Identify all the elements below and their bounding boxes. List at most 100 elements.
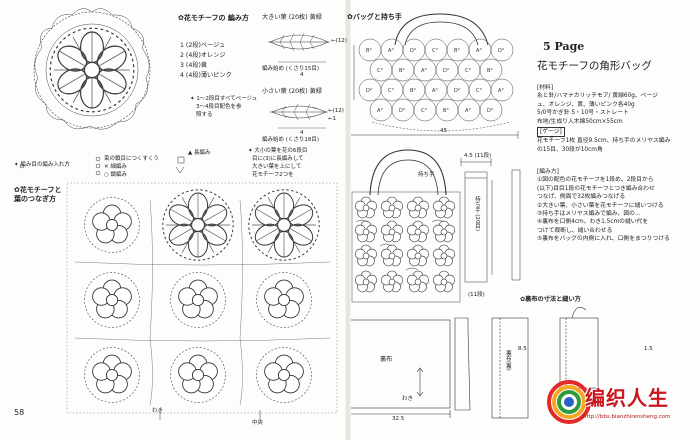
leaf-num-2: 4 bbox=[300, 72, 304, 78]
legend-item-2: 束の鎖目につくすくう bbox=[104, 156, 159, 162]
dim-8-5: 8.5 bbox=[518, 346, 527, 352]
svg-text:C°: C° bbox=[377, 68, 383, 74]
joining-title: ✿花モチーフと 葉のつなぎ方 bbox=[14, 186, 62, 203]
step-line: ④裏布を口側4cm、わき1.5cmの縫い代を bbox=[537, 219, 649, 226]
rainbow-logo-icon bbox=[547, 380, 591, 424]
dim-rows: (11段) bbox=[468, 292, 485, 298]
svg-text:B°: B° bbox=[410, 88, 416, 94]
connect-note-2: 目に(3)に長編みして bbox=[252, 156, 304, 162]
svg-text:B°: B° bbox=[399, 68, 405, 74]
lining-label-cloth: 裏布 bbox=[380, 356, 393, 363]
steps-head: [編み方] bbox=[537, 169, 559, 175]
bottom-label-center: 中央 bbox=[252, 420, 264, 426]
svg-text:D°: D° bbox=[410, 48, 417, 54]
materials-head: [材料] bbox=[537, 85, 554, 91]
bottom-label-side: わき bbox=[152, 408, 164, 414]
svg-text:D°: D° bbox=[454, 88, 461, 94]
bag-label-handle: 持ち手 bbox=[418, 172, 435, 178]
color-4: 4 (4段)薄いピンク bbox=[180, 72, 232, 79]
watermark: 编织人生 http://bbs.bianzhirensheng.com bbox=[547, 380, 697, 436]
leaf-num-4: ←1 bbox=[328, 116, 337, 122]
svg-text:D°: D° bbox=[487, 108, 494, 114]
material-line: 5/0号かぎ針 5・10号・ストレート bbox=[537, 110, 629, 117]
bag-illustration bbox=[351, 149, 461, 303]
small-leaf-label: 小さい葉 (20枚) 黄緑 bbox=[262, 88, 322, 95]
svg-text:C°: C° bbox=[476, 88, 482, 94]
svg-text:A°: A° bbox=[388, 48, 394, 54]
leaf-num-1: ←(12) bbox=[331, 38, 347, 44]
color-1: 1 (2段)ベージュ bbox=[180, 42, 226, 49]
dim-45: 45 bbox=[440, 128, 447, 134]
svg-text:A°: A° bbox=[377, 108, 383, 114]
dim-strap: 4.5 (11段) bbox=[464, 153, 492, 159]
connect-note-1: ✦ 大小の葉を花の6段目 bbox=[248, 148, 308, 154]
svg-text:B°: B° bbox=[443, 108, 449, 114]
dim-1-5: 1.5 bbox=[644, 346, 653, 352]
handle-title: ✿バッグと持ち手 bbox=[347, 13, 402, 21]
handle-strap-diagram bbox=[460, 158, 521, 283]
bag-top-diagram: B° A° D° C° B° A° D° C° B° A° D° C° B° D° C° B° A° D° C°… bbox=[349, 13, 519, 139]
bag-label-handle-20: 持ち手 (20目) bbox=[473, 196, 480, 232]
lace-grid bbox=[66, 182, 338, 420]
svg-text:A°: A° bbox=[465, 108, 471, 114]
step-line: ③持ち手はメリヤス編みで編み、図の... bbox=[537, 210, 641, 217]
svg-text:B°: B° bbox=[487, 68, 493, 74]
connect-note-3: 大きい葉を上にして bbox=[252, 164, 302, 170]
legend-note-3: 照する bbox=[196, 112, 213, 118]
big-leaf-label: 大きい葉 (20枚) 黄緑 bbox=[262, 14, 322, 21]
book-gutter bbox=[345, 0, 351, 440]
legend-note-1: ✦ 1〜2段目すべてベージュ bbox=[190, 96, 258, 102]
material-line: 糸と針/ハマナカリッチモア/ 黄緑60g、ベージ bbox=[537, 93, 659, 100]
legend-item-5: ▲ 長編み bbox=[188, 150, 211, 156]
legend-item-3: ✕ 細編み bbox=[104, 164, 127, 170]
color-2: 2 (4段)オレンジ bbox=[180, 52, 226, 59]
svg-text:C°: C° bbox=[421, 108, 427, 114]
specifications: [材料] 糸と針/ハマナカリッチモア/ 黄緑60g、ベージ ュ、オレンジ、黄、薄… bbox=[537, 84, 692, 154]
leaf-num-3: ←(12) bbox=[328, 108, 344, 114]
watermark-title: 编织人生 bbox=[585, 386, 669, 410]
svg-text:A°: A° bbox=[498, 88, 504, 94]
gauge-head: [ゲージ] bbox=[537, 126, 565, 138]
motif-title: ✿花モチーフの 編み方 bbox=[178, 14, 249, 22]
leaf-num-5: 4 bbox=[300, 130, 304, 136]
svg-text:C°: C° bbox=[388, 88, 394, 94]
step-line: つけて裁断し、縫い合わせる bbox=[537, 227, 613, 234]
lining-title: ✿裏布の寸法と縫い方 bbox=[520, 296, 581, 303]
svg-text:C°: C° bbox=[465, 68, 471, 74]
page-number: 58 bbox=[14, 408, 25, 417]
step-line: ⑤裏布をバッグの内側に入れ、口側をまつりつける bbox=[537, 236, 670, 243]
svg-text:A°: A° bbox=[421, 68, 427, 74]
bag-title: 花モチーフの角形バッグ bbox=[537, 60, 652, 72]
gauge-line: の15目、30段が10cm角 bbox=[537, 146, 603, 153]
svg-text:B°: B° bbox=[366, 48, 372, 54]
step-line: (以下)目目1段の花モチーフとつき編み合わせ bbox=[537, 185, 655, 192]
svg-text:D°: D° bbox=[366, 88, 373, 94]
svg-text:C°: C° bbox=[432, 48, 438, 54]
lining-label-side: わき bbox=[402, 396, 414, 402]
svg-text:B°: B° bbox=[454, 48, 460, 54]
color-3: 3 (4段)黄 bbox=[180, 62, 208, 69]
gauge-line: 花モチーフ1枚 直径9.5cm、持ち手のメリヤス編み bbox=[537, 138, 671, 145]
small-leaf-start: 編み始め (くさり18目) bbox=[262, 137, 320, 143]
watermark-url: http://bbs.bianzhirensheng.com bbox=[583, 414, 671, 420]
svg-text:D°: D° bbox=[443, 68, 450, 74]
big-leaf-start: 編み始め (くさり15目) bbox=[262, 66, 320, 72]
material-line: 布地/生成り入木綿50cm×55cm bbox=[537, 118, 623, 125]
step-line: ②大きい葉、小さい葉を花モチーフに縫いつける bbox=[537, 202, 664, 209]
legend-note-2: 3〜4段目配色を参 bbox=[196, 104, 242, 110]
page-heading: 5 Page bbox=[543, 40, 585, 53]
svg-text:D°: D° bbox=[399, 108, 406, 114]
step-line: ①図の配色の花モチーフを1段め、2段目から bbox=[537, 177, 654, 184]
instructions: [編み方] ①図の配色の花モチーフを1段め、2段目から (以下)目目1段の花モチ… bbox=[537, 168, 693, 244]
step-line: つなげ、側面で32枚編みつなげる bbox=[537, 194, 626, 201]
svg-text:A°: A° bbox=[432, 88, 438, 94]
lining-label-back: 裏布(裏) bbox=[504, 350, 511, 371]
svg-text:D°: D° bbox=[498, 48, 505, 54]
lining-label-width: 32.5 bbox=[392, 416, 405, 422]
material-line: ュ、オレンジ、黄、薄いピンク各40g bbox=[537, 101, 635, 108]
legend-item-4: ○ 鎖編み bbox=[104, 172, 128, 178]
connect-note-4: 花モチーフ2つを bbox=[252, 172, 294, 178]
legend-item-1: ✦ 編み目の編み入れ方 bbox=[14, 162, 70, 168]
